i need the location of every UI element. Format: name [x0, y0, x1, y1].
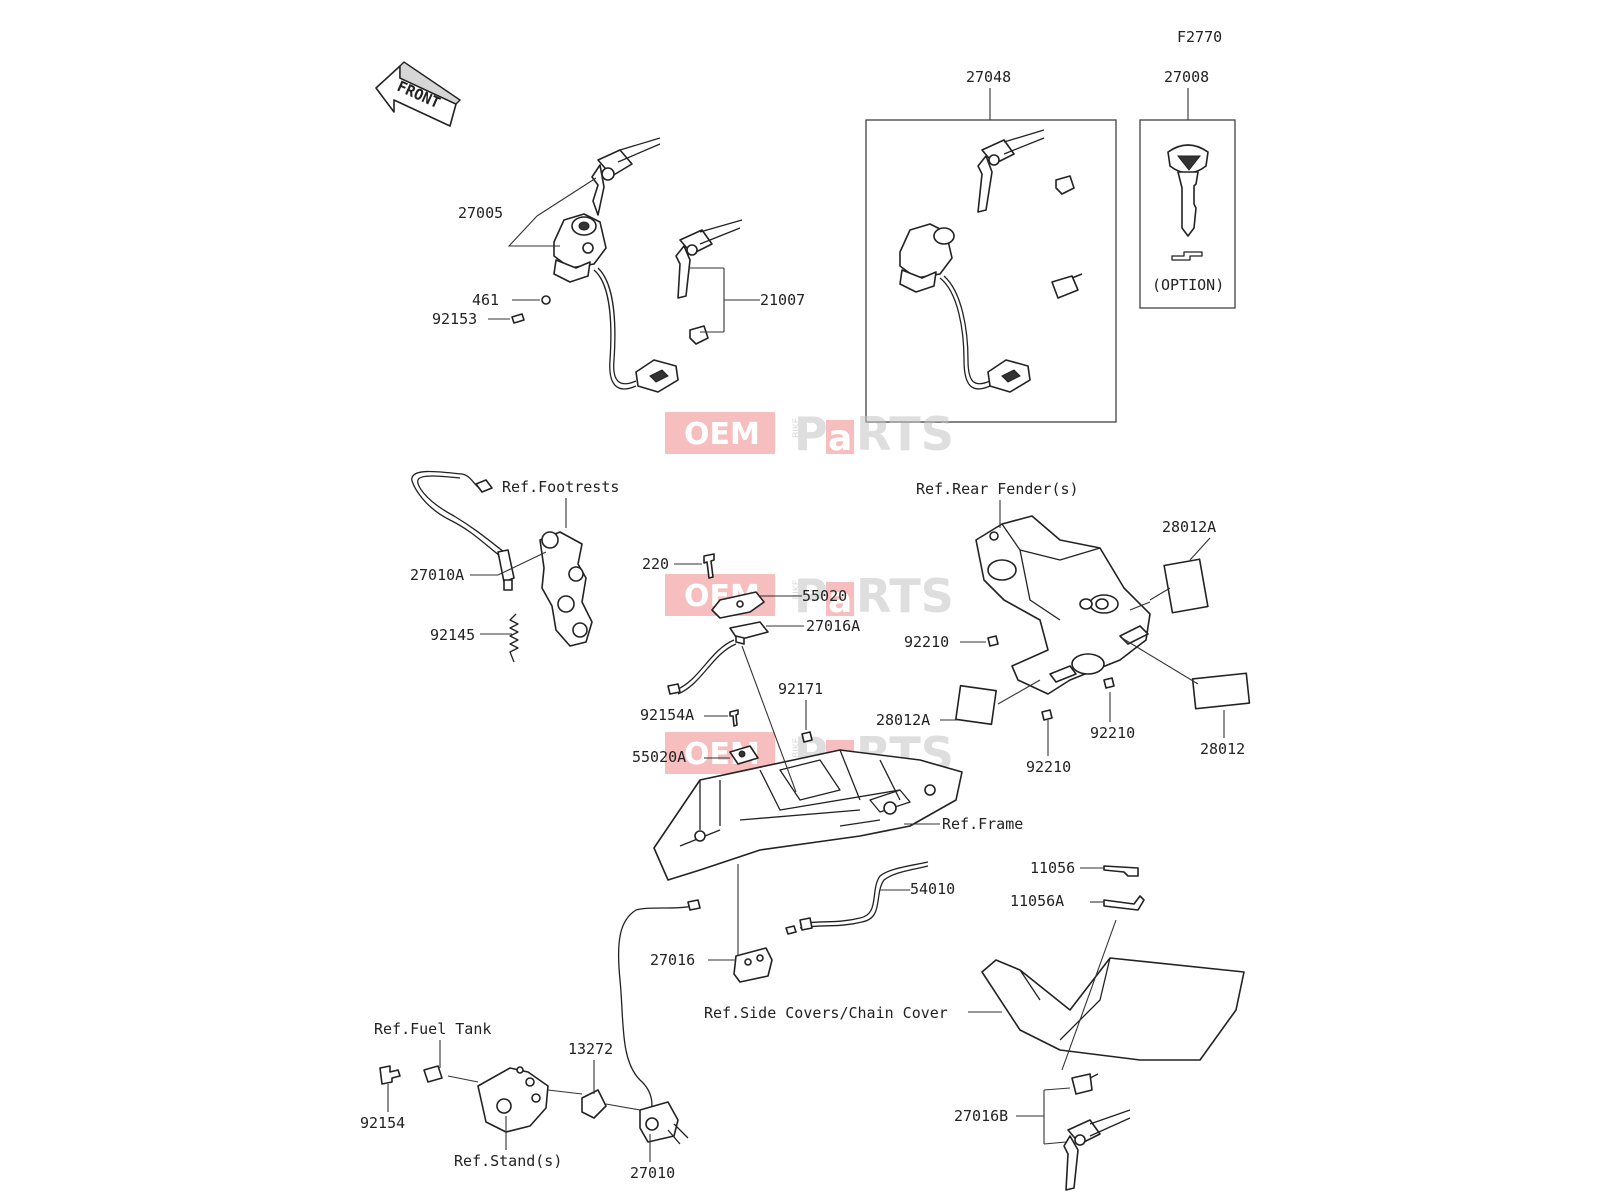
callout-220: 220 — [642, 555, 669, 573]
ref-frame: Ref.Frame — [942, 815, 1023, 833]
bolt-220-icon — [703, 553, 715, 579]
bolt-92154A-icon — [729, 709, 739, 727]
callout-92154A: 92154A — [640, 706, 694, 724]
seat-lock-27016A-icon — [667, 621, 769, 695]
callout-92145: 92145 — [430, 626, 475, 644]
option-key-icon — [1167, 144, 1209, 261]
callout-27016B: 27016B — [954, 1107, 1008, 1125]
ref-stands: Ref.Stand(s) — [454, 1152, 562, 1170]
ignition-switch-icon — [553, 213, 679, 393]
spring-92145-icon — [509, 613, 519, 663]
option-label: (OPTION) — [1152, 276, 1224, 294]
sidestand-switch-cable-icon — [617, 905, 693, 1121]
svg-text:P: P — [794, 407, 828, 461]
svg-text:BIKE: BIKE — [792, 579, 802, 600]
callout-92154: 92154 — [360, 1114, 405, 1132]
collar-fuel-tank-icon — [423, 1065, 443, 1083]
key-pair-kit-icon — [977, 129, 1045, 213]
callout-27016: 27016 — [650, 951, 695, 969]
callout-55020: 55020 — [802, 587, 847, 605]
nut-92210-c-icon — [1041, 709, 1053, 721]
seat-lock-27016B-icon — [1071, 1073, 1099, 1095]
ref-footrests: Ref.Footrests — [502, 478, 619, 496]
bracket-11056-icon — [1103, 865, 1139, 877]
callout-21007: 21007 — [760, 291, 805, 309]
svg-text:BIKE: BIKE — [792, 737, 802, 758]
svg-text:RTS: RTS — [856, 569, 954, 623]
option-key-frame — [1139, 119, 1236, 309]
svg-text:a: a — [828, 418, 852, 459]
plate-13272-icon — [581, 1089, 607, 1119]
reflector-28012A-left-icon — [955, 684, 997, 726]
callout-11056: 11056 — [1030, 859, 1075, 877]
watermark-1: OEM BIKE P a RTS — [665, 407, 954, 461]
ignition-switch-assembly — [511, 137, 743, 393]
leader-27010A — [470, 551, 547, 576]
callout-27008: 27008 — [1164, 68, 1209, 86]
callout-92171: 92171 — [778, 680, 823, 698]
seat-lock-kit-icon — [1051, 273, 1083, 299]
callout-92210-b: 92210 — [1090, 724, 1135, 742]
callout-27010: 27010 — [630, 1164, 675, 1182]
callout-92210-c: 92210 — [1026, 758, 1071, 776]
callout-55020A: 55020A — [632, 748, 686, 766]
key-blank-21007-icon — [689, 325, 709, 345]
callout-28012: 28012 — [1200, 740, 1245, 758]
callout-54010: 54010 — [910, 880, 955, 898]
callout-92153: 92153 — [432, 310, 477, 328]
kit-27048-frame — [865, 119, 1117, 423]
leader-27005 — [507, 177, 597, 247]
key-pair-27016B-icon — [1063, 1109, 1131, 1191]
callout-27016A: 27016A — [806, 617, 860, 635]
side-stand-switch-cable-icon — [411, 470, 515, 591]
leader-frame-cable — [741, 645, 797, 793]
callout-27010A: 27010A — [410, 566, 464, 584]
footrest-bracket-icon — [539, 531, 593, 647]
bracket-11056A-icon — [1103, 895, 1145, 911]
stand-bracket-icon — [477, 1066, 549, 1133]
key-blank-kit-icon — [1055, 175, 1075, 195]
bracket-55020-icon — [711, 591, 765, 619]
ref-rear-fender: Ref.Rear Fender(s) — [916, 480, 1079, 498]
screw-92153-icon — [511, 313, 525, 324]
svg-text:OEM: OEM — [684, 417, 760, 452]
callout-28012A-left: 28012A — [876, 711, 930, 729]
nut-92210-b-icon — [1103, 677, 1115, 689]
callout-13272: 13272 — [568, 1040, 613, 1058]
rear-fender-icon — [975, 515, 1151, 695]
svg-text:RTS: RTS — [856, 407, 954, 461]
leader-21007 — [690, 267, 760, 333]
ref-fuel-tank: Ref.Fuel Tank — [374, 1020, 491, 1038]
rear-frame-icon — [653, 749, 963, 881]
callout-27005: 27005 — [458, 204, 503, 222]
front-arrow-icon: FRONT — [375, 61, 462, 127]
callout-11056A: 11056A — [1010, 892, 1064, 910]
leader-27016B — [1016, 1087, 1071, 1145]
callout-461: 461 — [472, 291, 499, 309]
bolt-92154-icon — [379, 1065, 401, 1085]
seat-lock-27016-icon — [733, 947, 773, 983]
seat-lock-cable-54010-icon — [785, 861, 929, 935]
figure-code: F2770 — [1177, 28, 1222, 46]
reflector-28012-icon — [1191, 672, 1251, 710]
nut-92210-a-icon — [987, 635, 999, 647]
nut-92171-icon — [801, 731, 813, 743]
kit-27048-contents — [899, 129, 1083, 393]
svg-text:a: a — [828, 580, 852, 621]
callout-27048: 27048 — [966, 68, 1011, 86]
ignition-switch-kit-icon — [899, 223, 1031, 393]
bracket-55020A-icon — [729, 745, 759, 765]
sidestand-switch-27010-icon — [639, 1101, 689, 1145]
key-pair-21007-icon — [675, 219, 743, 299]
svg-text:BIKE: BIKE — [792, 417, 802, 438]
leader-28012A-top — [1189, 537, 1211, 561]
callout-92210-a: 92210 — [904, 633, 949, 651]
washer-461-icon — [541, 295, 551, 305]
ref-side-covers: Ref.Side Covers/Chain Cover — [704, 1004, 948, 1022]
callout-28012A-top: 28012A — [1162, 518, 1216, 536]
side-cover-icon — [981, 957, 1245, 1061]
reflector-28012A-top-icon — [1163, 558, 1209, 614]
key-pair-upper-icon — [591, 137, 661, 216]
